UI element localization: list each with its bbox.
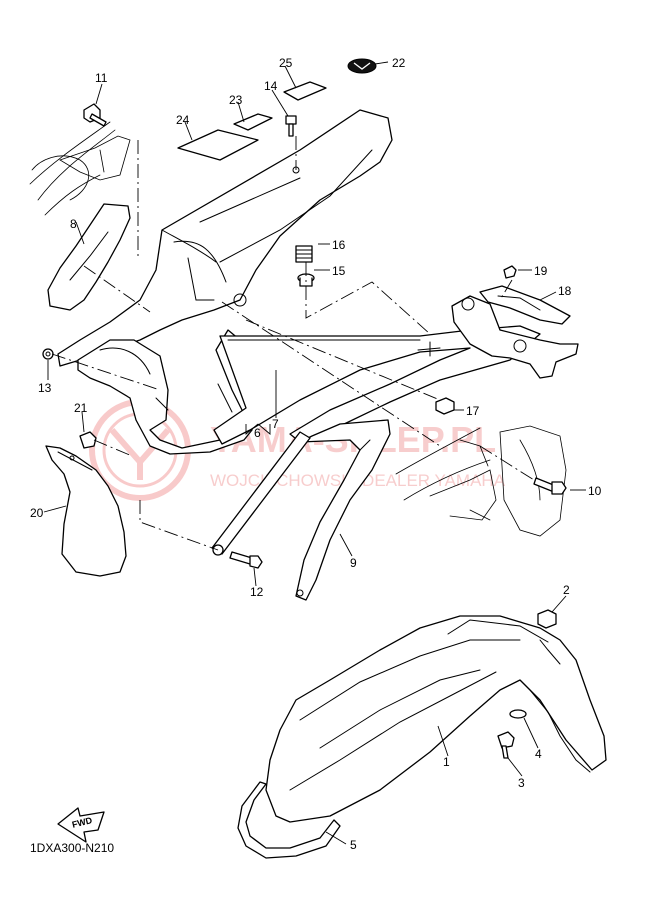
frame-ghost-left [29,121,131,216]
part-5-guard-strip [237,781,341,859]
part-4-washer [509,709,527,719]
part-21-bolt [79,431,97,449]
fwd-arrow-icon: FWD [57,807,105,843]
callout-16: 16 [332,238,346,252]
callout-10: 10 [588,484,602,498]
part-12-bolt [229,551,263,569]
frame-ghost-right [395,425,567,537]
part-22-emblem [347,58,377,74]
part-23-label [233,113,273,131]
assembly-lines [51,136,535,551]
part-17-nut [435,397,455,415]
callout-2: 2 [563,583,570,597]
part-2-nut [537,609,557,629]
part-20-mudflap [45,445,127,577]
callout-19: 19 [534,264,548,278]
fwd-label: FWD [71,815,94,830]
callout-3: 3 [518,776,525,790]
callout-13: 13 [38,381,52,395]
callout-numbers: 11 8 24 23 25 22 14 16 15 19 18 17 10 13… [30,56,602,852]
rear-subframe [211,295,579,601]
callout-5: 5 [350,838,357,852]
part-11-bolt [83,103,107,127]
callout-14: 14 [264,79,278,93]
callout-6: 6 [254,426,261,440]
callout-25: 25 [279,56,293,70]
callout-17: 17 [466,404,480,418]
part-1-front-fender [265,615,607,823]
callout-1: 1 [443,755,450,769]
callout-11: 11 [95,71,108,85]
rear-fender [57,109,393,455]
diagram-code: 1DXA300-N210 [30,841,114,855]
callout-4: 4 [535,747,542,761]
part-13-washer [42,348,54,360]
callout-18: 18 [558,284,572,298]
callout-9: 9 [350,556,357,570]
callout-20: 20 [30,506,44,520]
part-16-grommet [295,245,313,263]
callout-21: 21 [74,401,88,415]
callout-7: 7 [272,417,279,431]
leader-lines [43,61,586,845]
callout-22: 22 [392,56,406,70]
part-8-side-panel [47,203,131,311]
part-3-bolt [497,731,515,759]
part-10-bolt [533,477,567,495]
part-25-label [283,81,327,101]
callout-23: 23 [229,93,243,107]
callout-12: 12 [250,585,264,599]
part-24-label [177,129,259,161]
callout-24: 24 [176,113,190,127]
callout-8: 8 [70,217,77,231]
part-19-bolt [503,265,517,279]
part-14-screw [285,115,297,137]
callout-15: 15 [332,264,346,278]
